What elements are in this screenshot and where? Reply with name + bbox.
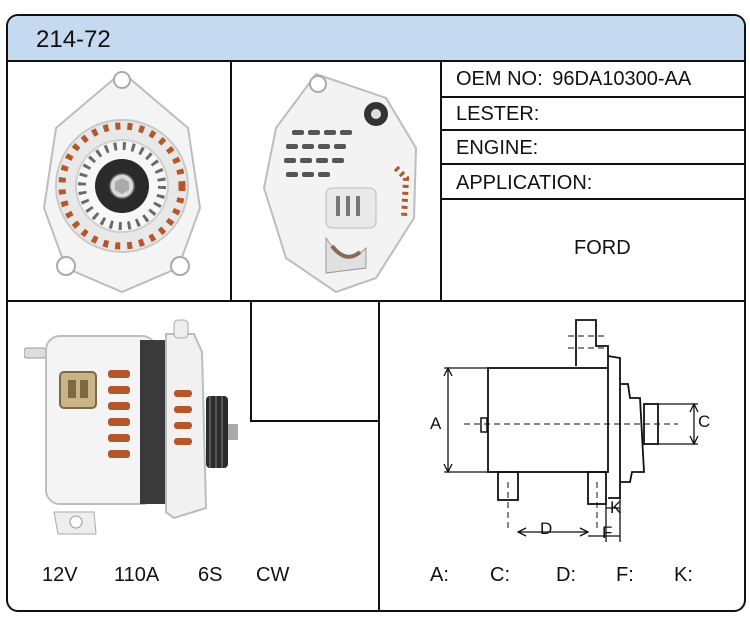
lester-label: LESTER: (456, 103, 540, 125)
divider (230, 60, 232, 300)
oem-value: 96DA10300-AA (552, 68, 692, 90)
dim-k-label: K: (674, 564, 693, 586)
rotation-spec: CW (256, 564, 290, 586)
divider (250, 420, 378, 422)
application-label: APPLICATION: (456, 172, 593, 194)
oem-row: OEM NO: 96DA10300-AA (456, 68, 691, 91)
oem-label: OEM NO: (456, 68, 543, 90)
product-card: 214-72 OEM NO: 96DA10300-AA LESTER: ENGI… (6, 14, 746, 612)
alternator-front-image (42, 70, 202, 294)
divider (440, 60, 442, 300)
divider (8, 300, 744, 302)
divider (440, 129, 744, 131)
divider (250, 300, 252, 420)
dim-a-label: A: (430, 564, 449, 586)
dim-f-label: F: (616, 564, 634, 586)
amperage-spec: 110A (114, 564, 160, 586)
application-value: FORD (574, 237, 631, 259)
drawing-label-c: C (698, 412, 711, 431)
header-bar: 214-72 (8, 16, 744, 62)
dim-d-label: D: (556, 564, 576, 586)
drawing-label-f: F (602, 523, 613, 542)
engine-label: ENGINE: (456, 137, 539, 159)
drawing-label-a: A (430, 414, 442, 433)
voltage-spec: 12V (42, 564, 78, 586)
dimension-drawing (443, 319, 699, 542)
divider (378, 300, 380, 610)
divider (440, 163, 744, 165)
divider (440, 198, 744, 200)
dim-c-label: C: (490, 564, 510, 586)
drawing-label-d: D (540, 519, 553, 538)
part-number-title: 214-72 (36, 26, 111, 53)
alternator-rear-image (262, 72, 418, 294)
pulley-spec: 6S (198, 564, 223, 586)
drawing-label-k: K (610, 498, 622, 517)
divider (440, 96, 744, 98)
alternator-side-image (24, 319, 238, 535)
